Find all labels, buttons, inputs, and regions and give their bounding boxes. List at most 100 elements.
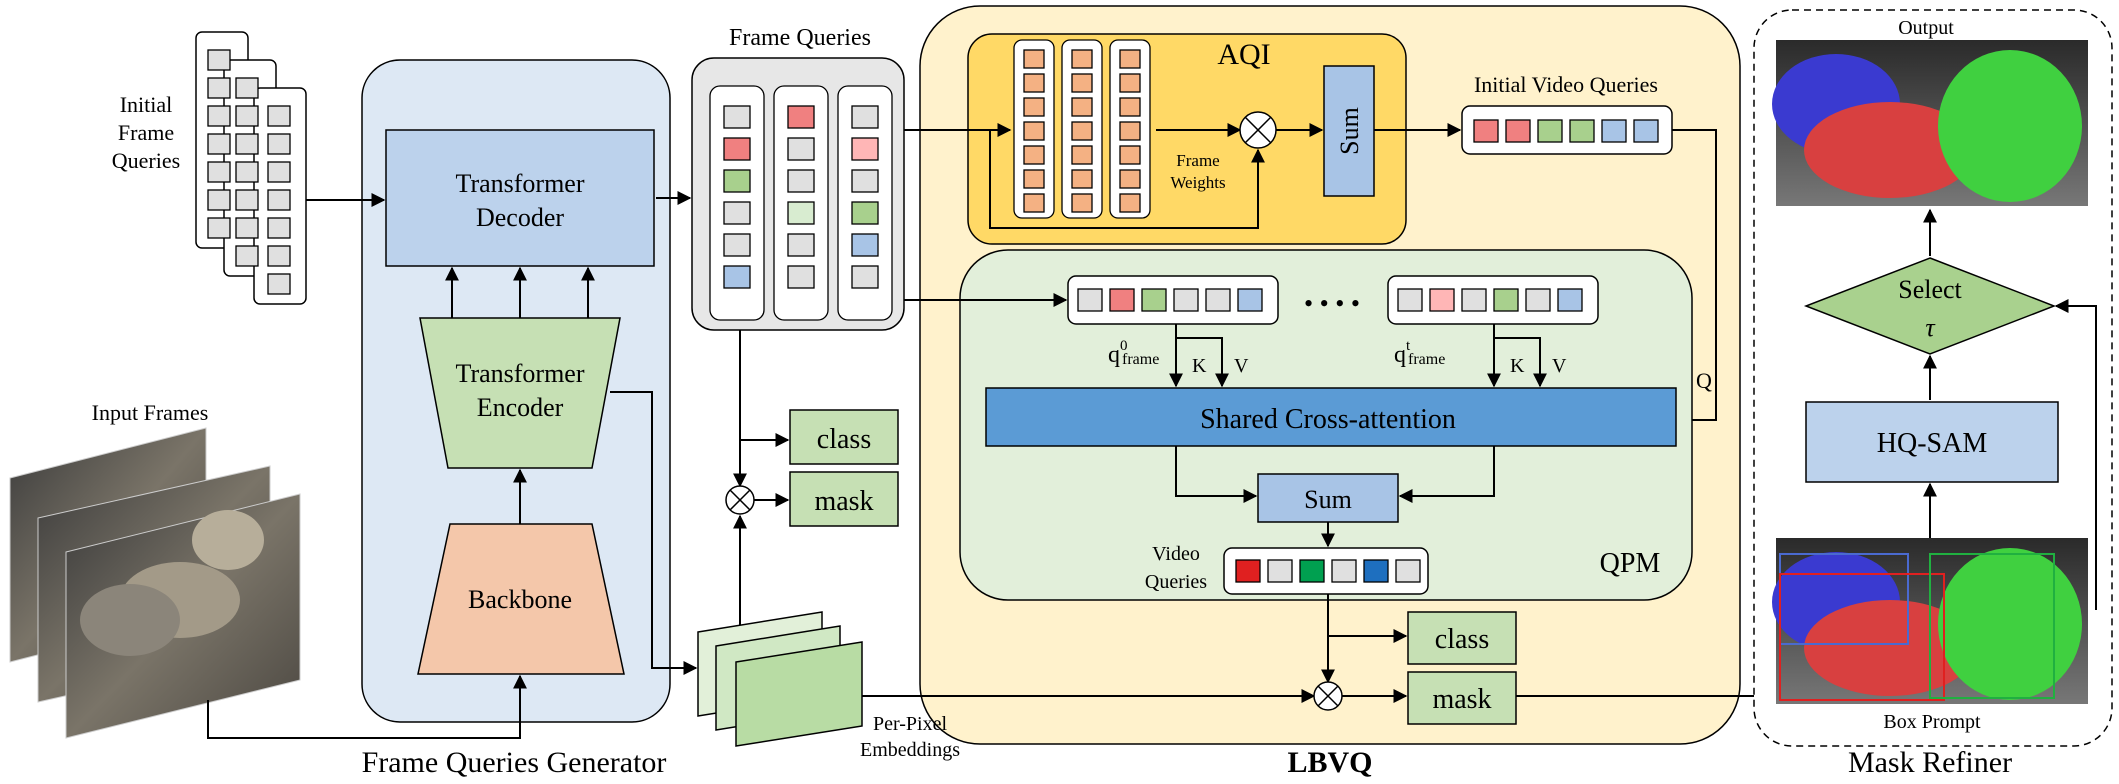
frame-query-cell xyxy=(851,265,879,289)
video-query-cell xyxy=(1267,559,1293,583)
aqi-weight-cell xyxy=(1023,97,1045,117)
aqi-weight-cell xyxy=(1023,73,1045,93)
frame-query-cell xyxy=(851,105,879,129)
qpm-sum-label: Sum xyxy=(1304,485,1352,514)
frame-query-cell xyxy=(723,169,751,193)
output-image xyxy=(1772,40,2088,206)
q-frame-0-symbol: q0 xyxy=(1108,338,1128,368)
v-label-left: V xyxy=(1234,355,1249,377)
initial-frame-query-cell xyxy=(235,161,259,183)
aqi-weight-cell xyxy=(1071,145,1093,165)
initial-frame-query-cell xyxy=(207,189,231,211)
aqi-weight-cell xyxy=(1119,121,1141,141)
frame-weights-label-2: Weights xyxy=(1170,173,1225,192)
frame-queries-generator-title: Frame Queries Generator xyxy=(362,746,667,779)
initial-frame-query-cell xyxy=(267,189,291,211)
aqi-weight-cell xyxy=(1071,73,1093,93)
aqi-weight-cell xyxy=(1071,97,1093,117)
shared-cross-attention-box xyxy=(985,387,1677,447)
left-mask-box xyxy=(789,471,899,527)
aqi-weight-columns xyxy=(1013,39,1151,219)
aqi-weight-cell xyxy=(1023,49,1045,69)
frame-query-cell xyxy=(851,233,879,257)
hq-sam-label: HQ-SAM xyxy=(1877,428,1988,459)
transformer-decoder-label-1: Transformer xyxy=(455,169,584,198)
q-frame-0-cell xyxy=(1205,288,1231,312)
aqi-title: AQI xyxy=(1217,38,1270,71)
initial-frame-query-cell xyxy=(207,161,231,183)
lbvq-title: LBVQ xyxy=(1287,746,1372,779)
per-pixel-embeddings-label-2: Embeddings xyxy=(860,739,960,761)
initial-frame-query-cell xyxy=(235,105,259,127)
initial-frame-query-cell xyxy=(267,105,291,127)
aqi-sum-box xyxy=(1323,65,1375,197)
initial-frame-query-cell xyxy=(207,49,231,71)
aqi-weight-cell xyxy=(1023,145,1045,165)
aqi-weight-cell xyxy=(1023,121,1045,141)
k-label-right: K xyxy=(1510,355,1525,377)
v-label-right: V xyxy=(1552,355,1567,377)
q-frame-t-cell xyxy=(1557,288,1583,312)
aqi-weight-cell xyxy=(1119,193,1141,213)
initial-frame-query-cell xyxy=(235,245,259,267)
dots-separator: • • • • xyxy=(1304,289,1360,318)
right-class-box xyxy=(1407,611,1517,665)
frame-query-cell xyxy=(787,169,815,193)
video-query-cell xyxy=(1235,559,1261,583)
per-pixel-embeddings-stack xyxy=(697,611,863,747)
aqi-weight-cell xyxy=(1119,169,1141,189)
initial-video-query-cell xyxy=(1633,119,1659,143)
initial-video-query-cell xyxy=(1601,119,1627,143)
q-frame-0-cell xyxy=(1109,288,1135,312)
transformer-decoder-label-2: Decoder xyxy=(476,203,564,232)
frame-query-cell xyxy=(723,201,751,225)
q-frame-t-cell xyxy=(1397,288,1423,312)
aqi-weight-cell xyxy=(1119,73,1141,93)
initial-frame-query-cell xyxy=(235,133,259,155)
initial-frame-query-cell xyxy=(267,245,291,267)
q-label: Q xyxy=(1696,368,1712,393)
frame-query-cell xyxy=(787,201,815,225)
frame-query-cell xyxy=(787,233,815,257)
frame-query-cell xyxy=(851,169,879,193)
qpm-sum-box xyxy=(1257,473,1399,523)
q-frame-0-cell xyxy=(1141,288,1167,312)
frame-queries-columns xyxy=(709,85,893,321)
output-label: Output xyxy=(1898,17,1954,39)
video-queries-label-1: Video xyxy=(1152,543,1200,565)
backbone-trapezoid xyxy=(417,523,625,675)
video-query-cell xyxy=(1331,559,1357,583)
initial-video-query-cell xyxy=(1473,119,1499,143)
mask-refiner-title: Mask Refiner xyxy=(1848,746,2012,779)
qpm-title: QPM xyxy=(1600,548,1661,579)
q-frame-t-subscript: frame xyxy=(1408,351,1445,368)
select-diamond xyxy=(1803,257,2057,355)
q-frame-0-subscript: frame xyxy=(1122,351,1159,368)
initial-frame-query-cell xyxy=(235,217,259,239)
aqi-sum-label: Sum xyxy=(1335,107,1364,155)
frame-queries-label: Frame Queries xyxy=(729,25,871,51)
frame-query-cell xyxy=(851,201,879,225)
left-class-label: class xyxy=(817,424,871,455)
transformer-encoder-label-2: Encoder xyxy=(477,393,564,422)
aqi-weight-cell xyxy=(1119,49,1141,69)
initial-frame-query-cell xyxy=(207,105,231,127)
k-label-left: K xyxy=(1192,355,1207,377)
initial-frame-query-cell xyxy=(207,133,231,155)
left-class-box xyxy=(789,409,899,465)
video-query-cell xyxy=(1299,559,1325,583)
right-class-label: class xyxy=(1435,624,1489,655)
initial-frame-query-cell xyxy=(235,77,259,99)
initial-frame-queries-label-1: Initial xyxy=(120,92,173,117)
initial-video-query-cell xyxy=(1569,119,1595,143)
initial-frame-query-cell xyxy=(207,77,231,99)
shared-cross-attention-label: Shared Cross-attention xyxy=(1200,404,1456,435)
box-prompt-label: Box Prompt xyxy=(1883,711,1981,733)
q-frame-t-cell xyxy=(1493,288,1519,312)
frame-query-cell xyxy=(723,137,751,161)
initial-video-queries-label: Initial Video Queries xyxy=(1474,72,1658,97)
q-frame-t-cell xyxy=(1461,288,1487,312)
q-frame-0-cell xyxy=(1173,288,1199,312)
frame-query-cell xyxy=(787,265,815,289)
